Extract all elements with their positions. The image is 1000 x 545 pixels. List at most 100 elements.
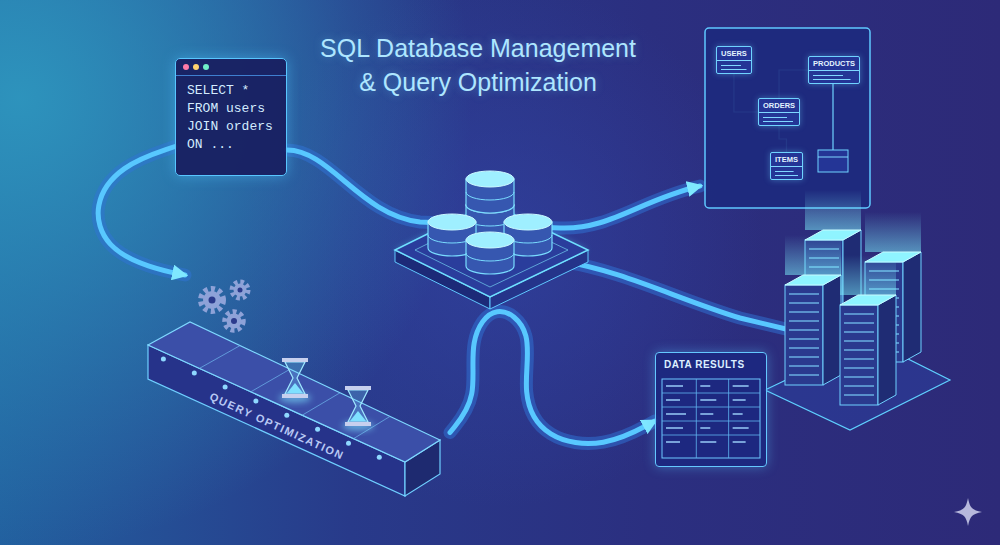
- belt-rollers: [161, 357, 382, 460]
- gear-hub: [209, 297, 216, 304]
- flow-tube: [565, 262, 790, 330]
- gear-teeth: [232, 282, 248, 298]
- cylinder-band: [466, 192, 514, 200]
- table-name: ORDERS: [763, 101, 795, 110]
- table-name: ITEMS: [775, 155, 798, 164]
- results-panel: DATA RESULTS: [655, 352, 767, 467]
- table-cell-mark: [733, 441, 746, 443]
- table-name: USERS: [721, 49, 747, 58]
- schema-panel: [705, 28, 870, 208]
- belt-roller: [161, 357, 166, 362]
- table-cell-mark: [666, 385, 683, 387]
- server-front: [785, 285, 823, 385]
- belt-top: [148, 322, 440, 462]
- sparkle-mark: [954, 498, 982, 526]
- hourglass-glass: [348, 390, 368, 422]
- table-cell-mark: [733, 385, 749, 387]
- gear-teeth: [225, 312, 243, 330]
- flow-connector: [98, 147, 185, 276]
- gear: [234, 284, 247, 297]
- hourglass-sand: [350, 411, 366, 421]
- server-side: [903, 252, 921, 362]
- belt-roller: [284, 413, 289, 418]
- schema-table-line: [818, 157, 848, 158]
- diagram-title: SQL Database Management & Query Optimiza…: [313, 32, 643, 100]
- hourglass-sand: [287, 383, 303, 393]
- table-cell-mark: [666, 427, 683, 429]
- hourglass-cap: [282, 358, 308, 362]
- sql-code: SELECT * FROM users JOIN orders ON ...: [176, 76, 286, 160]
- window-bar: [176, 59, 286, 76]
- table-cell-mark: [733, 399, 746, 401]
- server-top: [785, 275, 841, 285]
- gear-hub: [231, 318, 237, 324]
- cylinder-top: [428, 214, 476, 230]
- hourglass-cap: [345, 386, 371, 390]
- window-dot: [193, 64, 199, 70]
- table-cell-mark: [733, 427, 749, 429]
- belt-roller: [192, 371, 197, 376]
- panel-heading: DATA RESULTS: [664, 359, 758, 370]
- belt-roller: [315, 427, 320, 432]
- gear: [203, 291, 221, 309]
- cylinder-top: [504, 214, 552, 230]
- table-cell-mark: [700, 427, 710, 429]
- table-cell-mark: [666, 441, 680, 443]
- table-row-line: [662, 393, 760, 394]
- table-name: PRODUCTS: [813, 59, 855, 68]
- server-top: [840, 295, 896, 305]
- belt-roller: [346, 441, 351, 446]
- belt-roller: [223, 385, 228, 390]
- table-col-line: [728, 379, 729, 458]
- server-side: [823, 275, 841, 385]
- table-row-line: [662, 435, 760, 436]
- table-col-line: [696, 379, 697, 458]
- table-cell-mark: [700, 385, 710, 387]
- table-box: ITEMS: [770, 152, 803, 180]
- gear-hub: [238, 288, 243, 293]
- table-box: PRODUCTS: [808, 56, 860, 84]
- cylinder-band: [466, 253, 514, 261]
- schema-link: [832, 82, 833, 150]
- hourglass-glass: [285, 362, 305, 394]
- belt-roller: [377, 455, 382, 460]
- table-cell-mark: [700, 399, 716, 401]
- connector-glow: [98, 147, 185, 276]
- server-slots: [844, 313, 874, 400]
- table-box: USERS: [716, 46, 752, 74]
- light-beam: [840, 255, 896, 295]
- belt-roller: [253, 399, 258, 404]
- platform-glow: [395, 203, 588, 297]
- hourglass-glow: [342, 421, 374, 431]
- gear: [227, 314, 242, 329]
- connector-glow: [450, 311, 655, 443]
- flow-connector: [450, 311, 655, 443]
- hourglass-glow: [279, 393, 311, 403]
- platform-top: [395, 203, 588, 297]
- table-row-line: [662, 421, 760, 422]
- hourglass-cap: [282, 394, 308, 398]
- belt-label: QUERY OPTIMIZATION: [207, 390, 345, 462]
- light-beam: [785, 235, 841, 275]
- flow-tube-glow: [565, 262, 790, 330]
- light-beam: [865, 212, 921, 252]
- belt-seams: [199, 346, 390, 439]
- table-box: ORDERS: [758, 98, 800, 126]
- conveyor-belt: QUERY OPTIMIZATION: [140, 275, 450, 500]
- result-table: [656, 377, 766, 462]
- hourglass-cap: [345, 422, 371, 426]
- window-dot: [203, 64, 209, 70]
- table-cell-mark: [666, 413, 686, 415]
- table-frame: [662, 379, 760, 458]
- table-cell-mark: [700, 413, 713, 415]
- gear-teeth: [201, 289, 223, 311]
- table-cell-mark: [666, 399, 680, 401]
- server-slots: [789, 293, 819, 380]
- query-window: SELECT * FROM users JOIN orders ON ...: [175, 58, 287, 176]
- table-row-line: [662, 407, 760, 408]
- server-front: [840, 305, 878, 405]
- window-dot: [183, 64, 189, 70]
- cylinder-top: [466, 171, 514, 187]
- cylinder-top: [466, 232, 514, 248]
